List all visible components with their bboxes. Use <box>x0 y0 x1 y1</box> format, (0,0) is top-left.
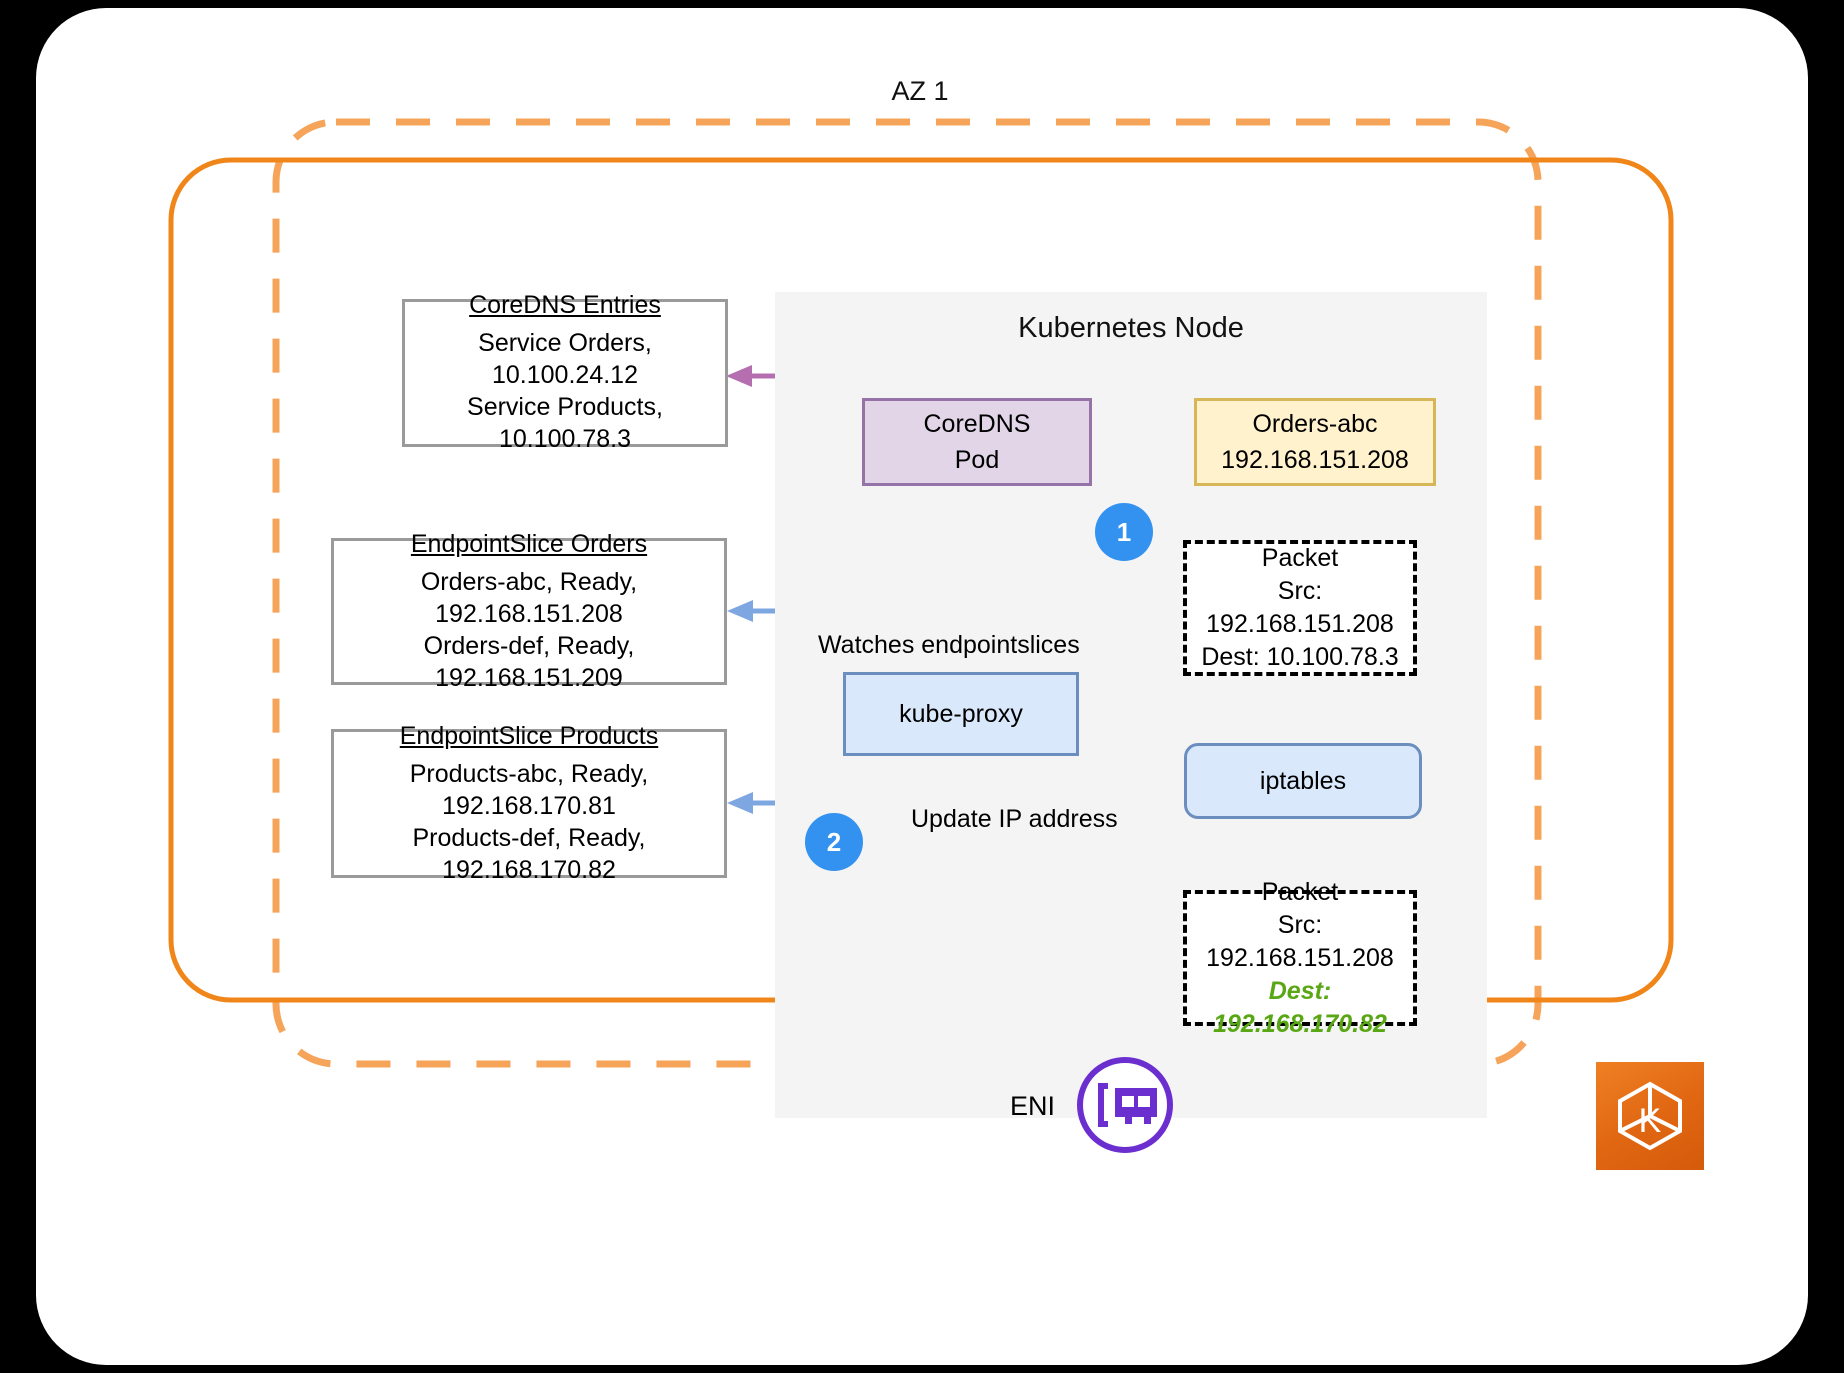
endpointslice-orders-box: EndpointSlice Orders Orders-abc, Ready, … <box>331 530 727 692</box>
endpointslice-products-line-1: Products-abc, Ready, 192.168.170.81 <box>409 759 649 820</box>
update-ip-address-label: Update IP address <box>911 805 1118 833</box>
kube-proxy-label: kube-proxy <box>899 699 1023 728</box>
edge-kubeproxy-watch-products-arrowhead <box>727 792 753 814</box>
coredns-pod-box: CoreDNS Pod <box>862 398 1092 486</box>
az-title: AZ 1 <box>891 76 949 106</box>
coredns-entries-line-2: Service Products, 10.100.78.3 <box>467 393 663 453</box>
iptables-label: iptables <box>1259 766 1347 795</box>
step-badge-2: 2 <box>805 813 863 871</box>
kube-proxy-box: kube-proxy <box>843 672 1079 756</box>
step-badge-1: 1 <box>1095 503 1153 561</box>
watches-endpointslices-label: Watches endpointslices <box>818 631 1080 659</box>
packet-before-dest: Dest: 10.100.78.3 <box>1201 643 1399 671</box>
orders-abc-pod-name: Orders-abc <box>1252 409 1378 438</box>
endpointslice-orders-line-2: Orders-def, Ready, 192.168.151.209 <box>423 631 635 692</box>
endpointslice-orders-line-1: Orders-abc, Ready, 192.168.151.208 <box>420 567 638 628</box>
edge-coredns-to-entries-arrowhead <box>726 365 752 387</box>
orders-abc-pod-box: Orders-abc 192.168.151.208 <box>1194 398 1436 486</box>
endpointslice-orders-header: EndpointSlice Orders <box>410 529 648 558</box>
eks-logo-icon: K <box>1596 1062 1704 1170</box>
coredns-entries-header: CoreDNS Entries <box>469 291 661 319</box>
kubernetes-node-title: Kubernetes Node <box>1018 312 1244 344</box>
packet-after-title: Packet <box>1261 877 1339 906</box>
eni-label: ENI <box>1010 1091 1056 1121</box>
coredns-entries-line-1: Service Orders, 10.100.24.12 <box>478 329 652 389</box>
endpointslice-products-line-2: Products-def, Ready, 192.168.170.82 <box>412 823 646 884</box>
coredns-pod-line-1: CoreDNS <box>923 409 1031 438</box>
packet-after-dest: Dest: 192.168.170.82 <box>1213 976 1387 1038</box>
packet-before-src: Src: 192.168.151.208 <box>1206 577 1394 638</box>
orders-abc-pod-ip: 192.168.151.208 <box>1221 446 1409 474</box>
coredns-entries-box: CoreDNS Entries Service Orders, 10.100.2… <box>402 291 728 453</box>
packet-after-src: Src: 192.168.151.208 <box>1206 910 1394 972</box>
packet-before-nat-box: Packet Src: 192.168.151.208 Dest: 10.100… <box>1183 540 1417 676</box>
packet-before-title: Packet <box>1261 544 1339 572</box>
edge-kubeproxy-watch-orders-arrowhead <box>727 600 753 622</box>
endpointslice-products-box: EndpointSlice Products Products-abc, Rea… <box>331 722 727 884</box>
endpointslice-products-header: EndpointSlice Products <box>399 721 659 750</box>
iptables-box: iptables <box>1184 743 1422 819</box>
eni-icon <box>1075 1055 1175 1155</box>
svg-text:K: K <box>1639 1102 1662 1140</box>
packet-after-nat-box: Packet Src: 192.168.151.208 Dest: 192.16… <box>1183 878 1417 1038</box>
coredns-pod-line-2: Pod <box>954 446 1000 474</box>
